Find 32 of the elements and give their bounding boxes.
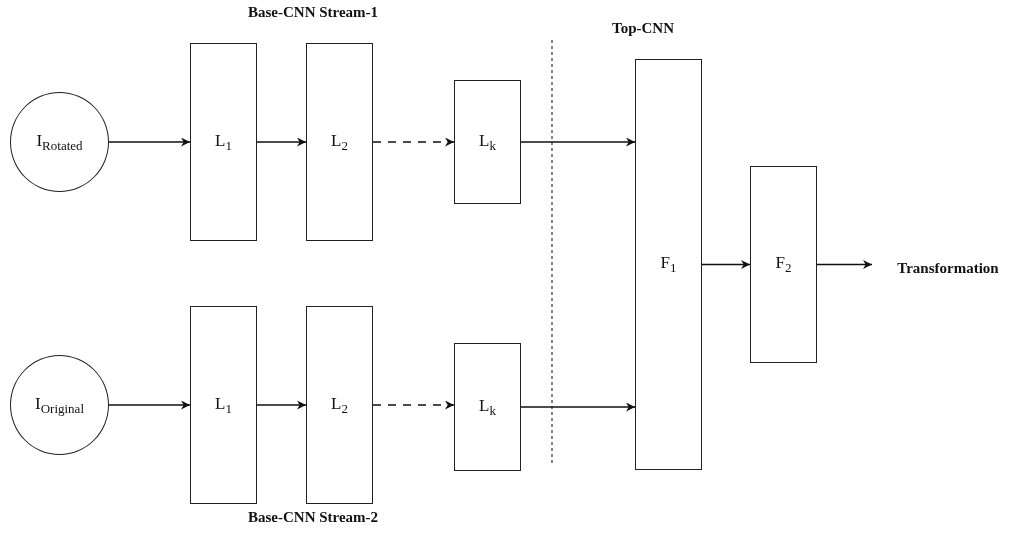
layer-label: L$_{k}$ [479,130,496,154]
layer-label: F$_{2}$ [775,253,792,276]
arrow [520,137,636,147]
layer-box [190,306,257,504]
layer-label: I$_{Original}$ [35,393,84,417]
layer-box [306,306,373,504]
group-heading: Base-CNN Stream-2 [248,509,379,526]
arrow [816,260,873,269]
arrow [256,137,307,147]
layer-box [454,343,521,471]
layer-label: F$_{1}$ [660,253,677,276]
arrow [372,400,455,410]
arrow [520,402,636,412]
layer-label: L$_{1}$ [215,393,232,417]
layer-box [306,43,373,241]
layer-box [190,43,257,241]
group-heading: Base-CNN Stream-1 [248,4,379,21]
group-heading: Top-CNN [612,20,674,37]
layer-label: L$_{2}$ [331,130,348,154]
layer-label: I$_{Rotated}$ [36,130,83,154]
layer-label: L$_{2}$ [331,393,348,417]
arrow [701,260,751,269]
output-label: Transformation [897,259,999,277]
layer-box [454,80,521,204]
layer-label: L$_{k}$ [479,395,496,419]
arrow [256,400,307,410]
layer-label: L$_{1}$ [215,130,232,154]
layer-box [635,59,702,470]
arrow [372,137,455,147]
arrow [108,137,191,147]
arrow [108,400,191,410]
layer-box [750,166,817,363]
